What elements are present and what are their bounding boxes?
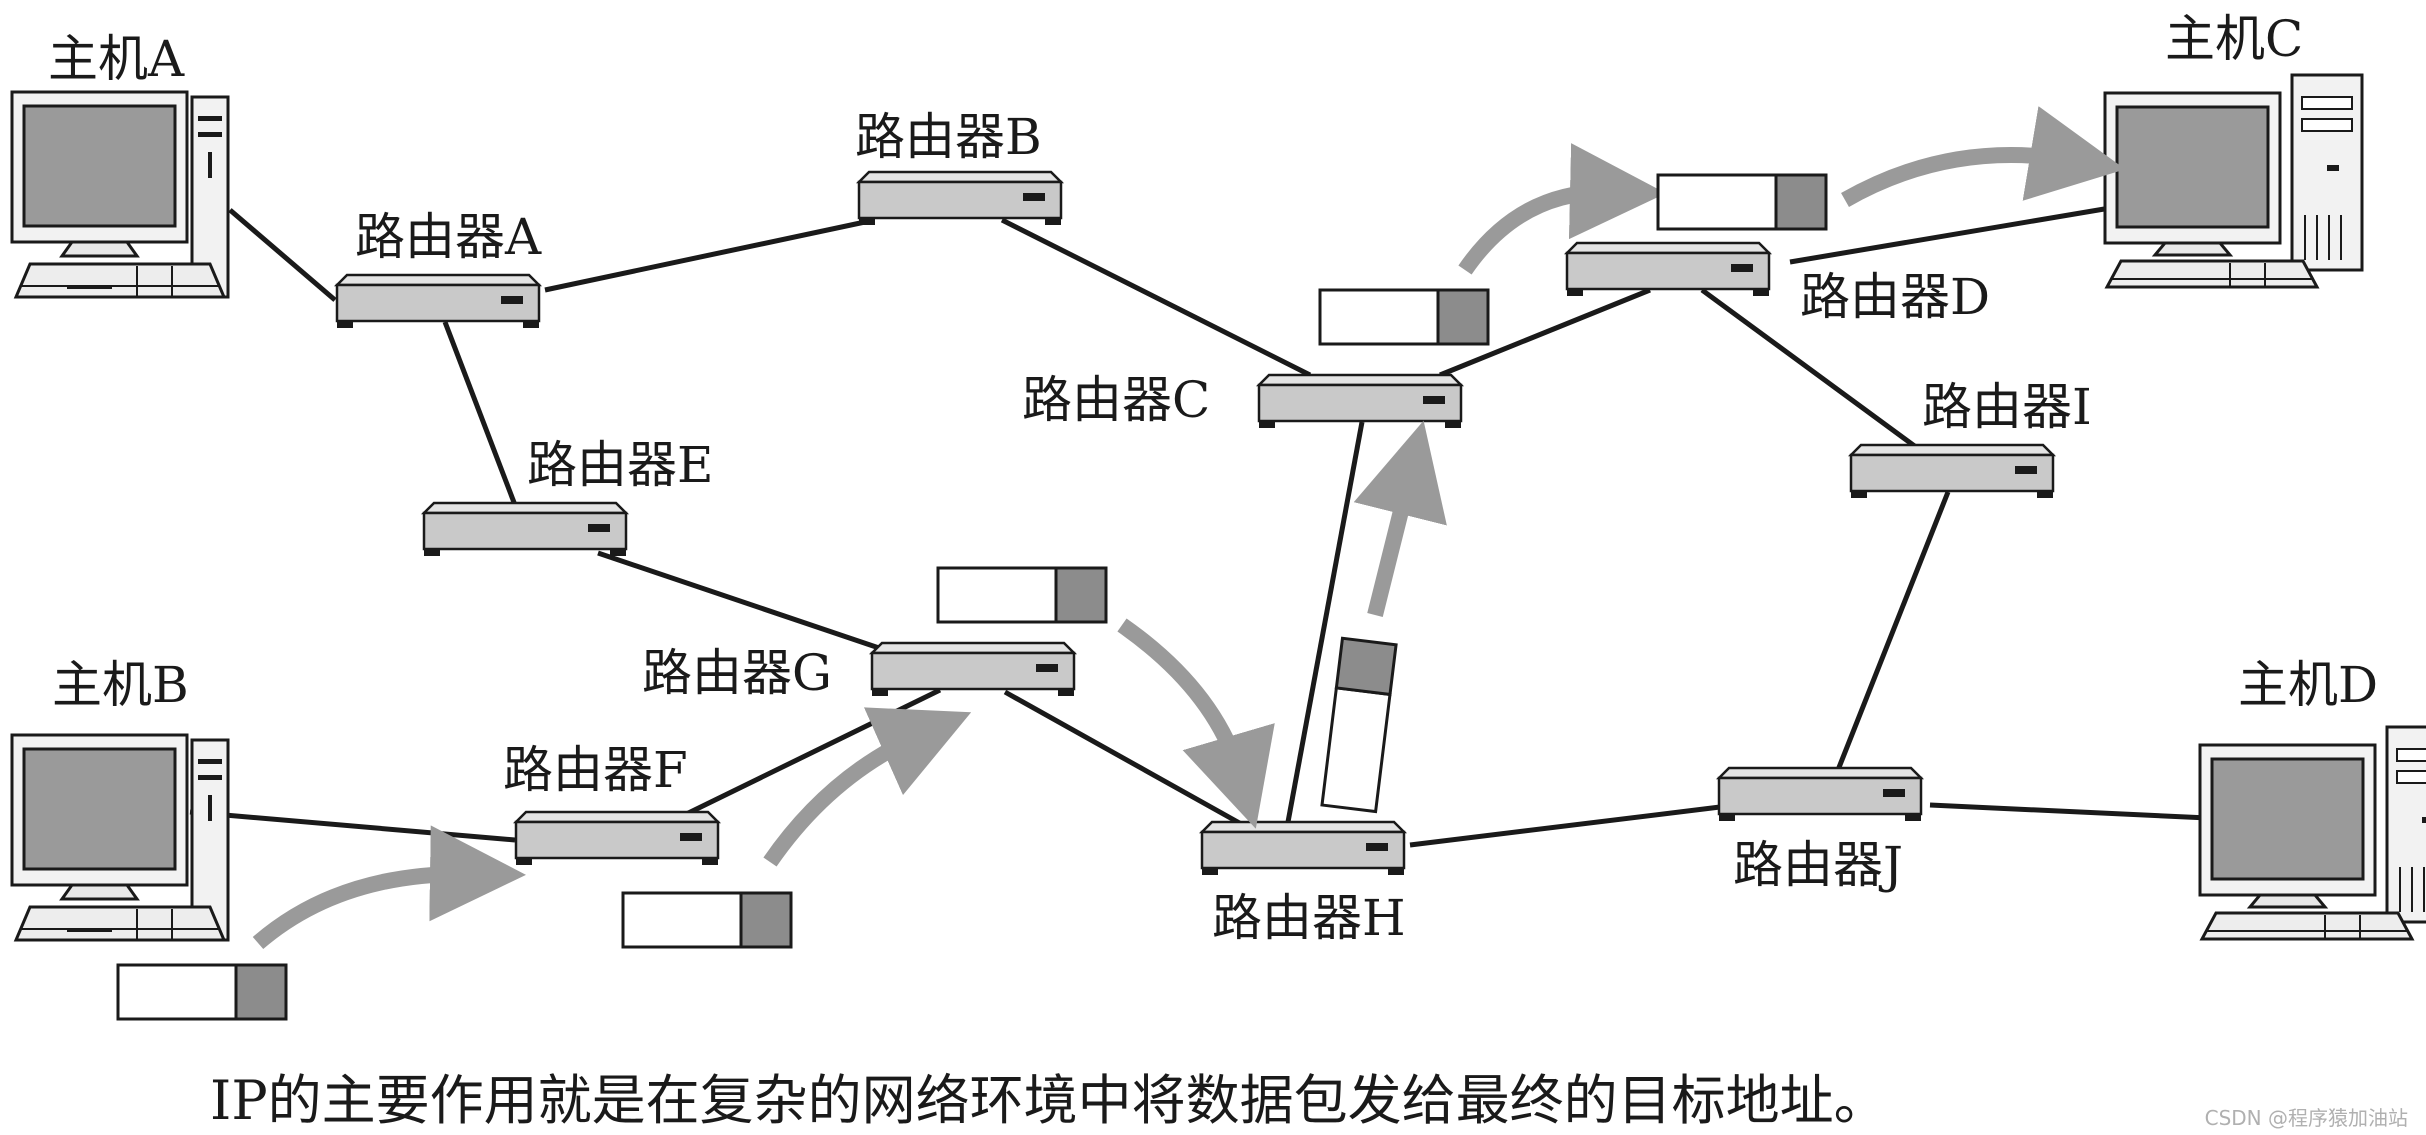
packet-3 (936, 566, 1108, 624)
router-b-label: 路由器B (855, 108, 1042, 166)
packet-route-arrows (252, 106, 2126, 950)
caption: IP的主要作用就是在复杂的网络环境中将数据包发给最终的目标地址。 (210, 1069, 1888, 1132)
arrow-routerd-hostc (1841, 106, 2126, 207)
router-d-icon (1565, 241, 1771, 298)
packet-5 (1318, 288, 1490, 346)
router-h-label: 路由器H (1212, 889, 1406, 947)
link-routerf-routerg (668, 687, 942, 825)
router-e-label: 路由器E (527, 436, 714, 494)
watermark: CSDN @程序猿加油站 (2204, 1106, 2408, 1130)
packet-6 (1656, 173, 1828, 231)
router-e-icon (422, 501, 628, 558)
packet-2 (621, 891, 793, 949)
link-routere-routerg (597, 550, 886, 653)
router-a-label: 路由器A (355, 208, 542, 266)
link-routerb-routerc (1000, 217, 1312, 378)
packet-1 (116, 963, 288, 1021)
arrow-routerf-routerg (763, 707, 972, 867)
router-g-icon (870, 641, 1076, 698)
router-g-label: 路由器G (642, 644, 832, 702)
router-a-icon (335, 273, 541, 330)
link-hostb-routerf (189, 809, 516, 843)
link-routeri-routerj (1833, 491, 1951, 776)
arrow-routerc-routerd (1458, 143, 1666, 275)
router-j-icon (1717, 766, 1923, 823)
router-f-label: 路由器F (503, 741, 688, 799)
link-routerd-routeri (1700, 287, 1922, 453)
host-b-label: 主机B (52, 656, 189, 714)
link-hosta-routera (228, 208, 337, 302)
host-d-icon (2198, 725, 2426, 941)
arrow-routerh-routerc (1353, 420, 1447, 617)
router-i-icon (1849, 443, 2055, 500)
host-c-label: 主机C (2165, 10, 2304, 68)
link-routerj-hostd (1929, 802, 2209, 821)
links (189, 202, 2209, 848)
arrow-hostb-routerf (252, 825, 526, 950)
router-b-icon (857, 170, 1063, 227)
link-routerc-routerd (1439, 287, 1651, 378)
router-f-icon (514, 810, 720, 867)
packet-4 (1320, 636, 1398, 814)
router-d-label: 路由器D (1800, 268, 1991, 326)
router-i-label: 路由器I (1922, 378, 2092, 436)
host-a-icon (10, 90, 230, 299)
router-c-icon (1257, 373, 1463, 430)
router-c-label: 路由器C (1022, 371, 1211, 429)
host-d-label: 主机D (2238, 656, 2379, 714)
host-b-icon (10, 733, 230, 942)
router-h-icon (1200, 820, 1406, 877)
router-j-label: 路由器J (1733, 836, 1904, 894)
link-routera-routere (442, 321, 518, 506)
host-a-label: 主机A (48, 30, 185, 88)
host-c-icon (2103, 73, 2364, 289)
link-routerh-routerj (1409, 804, 1721, 848)
arrow-routerg-routerh (1117, 618, 1275, 829)
link-routerh-routerc (1285, 421, 1365, 823)
link-routera-routerb (544, 219, 866, 293)
link-routerd-hostc (1789, 202, 2129, 265)
